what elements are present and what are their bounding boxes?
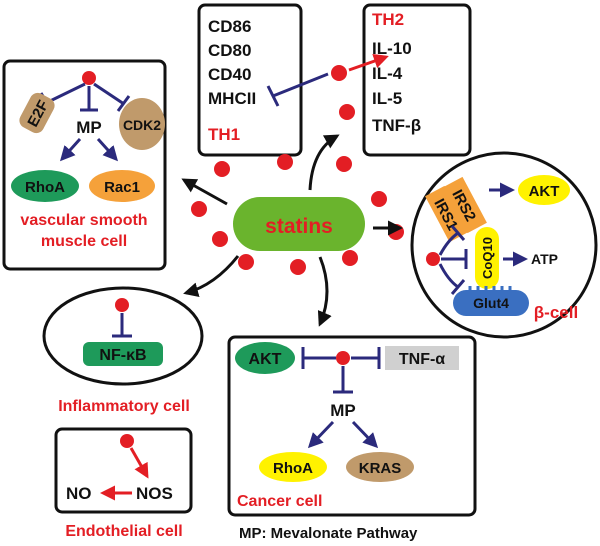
th1-marker-cd40: CD40	[208, 65, 251, 84]
th1-label: TH1	[208, 125, 240, 144]
statin-dot	[290, 259, 306, 275]
statin-dot-endothelial	[120, 434, 134, 448]
statin-dot	[339, 104, 355, 120]
th2-marker-il5: IL-5	[372, 89, 402, 108]
statin-dot	[336, 156, 352, 172]
statin-dot	[277, 154, 293, 170]
vsmc-mp-label: MP	[76, 118, 102, 137]
endothelial-box: NO NOS Endothelial cell	[54, 427, 193, 540]
beta-akt-label: AKT	[529, 183, 560, 200]
th2-box: TH2 IL-10 IL-4 IL-5 TNF-β	[362, 3, 472, 157]
cancer-rhoa-label: RhoA	[273, 460, 313, 477]
vsmc-cdk2-node: CDK2	[119, 98, 165, 150]
th2-marker-il4: IL-4	[372, 64, 403, 83]
vsmc-box: E2F CDK2 MP RhoA Rac1 vascular smooth mu…	[2, 59, 167, 271]
arrow-to-inflammatory	[183, 255, 240, 298]
cancer-kras-node: KRAS	[346, 452, 414, 482]
cancer-rhoa-node: RhoA	[259, 452, 327, 482]
th2-marker-il10: IL-10	[372, 39, 412, 58]
arrow-to-cancer	[317, 256, 332, 327]
beta-glut4-node: Glut4	[453, 286, 529, 316]
cancer-mp-label: MP	[330, 401, 356, 420]
statins-label: statins	[265, 215, 333, 238]
beta-coq10-label: CoQ10	[480, 237, 495, 279]
th1-marker-mhcii: MHCII	[208, 89, 256, 108]
statin-dot-beta	[426, 252, 440, 266]
arrow-to-vsmc	[181, 178, 228, 206]
th1-inhibition-line	[272, 72, 329, 98]
endothelial-caption: Endothelial cell	[65, 523, 182, 540]
footnote: MP: Mevalonate Pathway	[239, 525, 418, 542]
statin-dot	[342, 250, 358, 266]
statin-dot-cancer	[336, 351, 350, 365]
th1-box: CD86 CD80 CD40 MHCII TH1	[197, 3, 303, 157]
inflammatory-cell: NF-κB Inflammatory cell	[42, 286, 204, 415]
cancer-tnfa-node: TNF-α	[385, 346, 459, 370]
statin-dot	[191, 201, 207, 217]
cancer-box: AKT TNF-α MP RhoA KRAS Cancer cell	[227, 335, 477, 517]
th2-activation-arrow	[348, 53, 389, 72]
cancer-akt-label: AKT	[249, 351, 282, 368]
beta-cell: IRS2 IRS1 AKT CoQ10 ATP Glut4 β-cell	[410, 151, 598, 339]
endothelial-nos-label: NOS	[136, 484, 173, 503]
vsmc-rac1-node: Rac1	[89, 170, 155, 202]
vsmc-caption-line2: muscle cell	[41, 233, 127, 250]
beta-atp-label: ATP	[531, 251, 558, 267]
cancer-caption: Cancer cell	[237, 493, 322, 510]
statin-dot	[371, 191, 387, 207]
cancer-tnfa-label: TNF-α	[399, 351, 445, 368]
vsmc-rac1-label: Rac1	[104, 179, 140, 196]
inflammatory-caption: Inflammatory cell	[58, 398, 190, 415]
statins-node[interactable]: statins	[233, 197, 365, 251]
statin-dot-vsmc	[82, 71, 96, 85]
th2-label: TH2	[372, 10, 404, 29]
vsmc-rhoa-node: RhoA	[11, 170, 79, 202]
th1-inhibition-bar	[266, 85, 280, 107]
statin-dot	[388, 224, 404, 240]
vsmc-rhoa-label: RhoA	[25, 179, 65, 196]
vsmc-cdk2-label: CDK2	[123, 117, 161, 133]
statin-dot-inflammatory	[115, 298, 129, 312]
beta-coq10-node: CoQ10	[475, 227, 499, 289]
th1-marker-cd86: CD86	[208, 17, 251, 36]
statin-dot	[212, 231, 228, 247]
th2-marker-tnfb: TNF-β	[372, 116, 421, 135]
beta-akt-node: AKT	[518, 175, 570, 205]
cancer-akt-node: AKT	[235, 342, 295, 374]
statin-dot	[238, 254, 254, 270]
nfkb-label: NF-κB	[99, 347, 146, 364]
beta-cell-caption: β-cell	[534, 303, 578, 322]
vsmc-caption-line1: vascular smooth	[20, 212, 147, 229]
cancer-kras-label: KRAS	[359, 460, 402, 477]
endothelial-no-label: NO	[66, 484, 92, 503]
th1-marker-cd80: CD80	[208, 41, 251, 60]
statin-dot-th	[331, 65, 347, 81]
arrow-to-th	[308, 134, 340, 191]
statin-dot	[214, 161, 230, 177]
nfkb-node: NF-κB	[83, 342, 163, 366]
statin-dots	[191, 104, 404, 275]
beta-glut4-label: Glut4	[473, 295, 509, 311]
